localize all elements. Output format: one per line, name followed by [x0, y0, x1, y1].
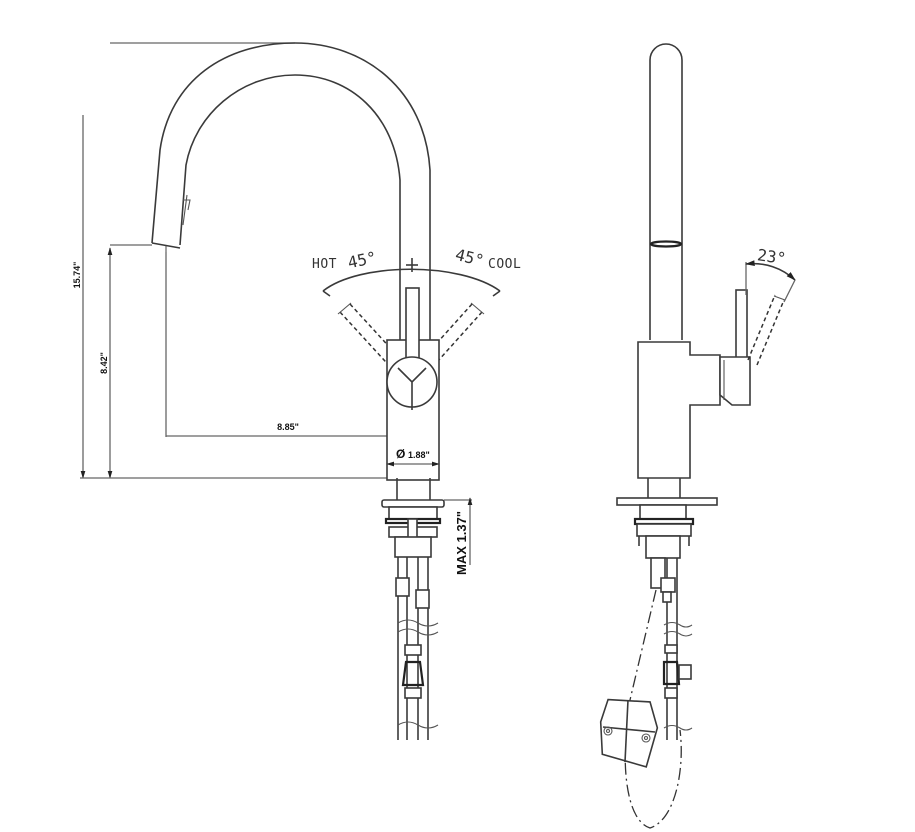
handle-cool-position [417, 302, 485, 373]
valve-y-mark [397, 367, 427, 410]
svg-text:8.42": 8.42" [99, 352, 109, 374]
lever-handle [405, 287, 420, 367]
dimension-spout-reach: 8.85" [165, 252, 413, 440]
hose-connector [401, 660, 425, 687]
side-view: 23° [599, 43, 796, 829]
dimension-overall-height: 15.74" [72, 115, 86, 479]
svg-text:8.85": 8.85" [277, 422, 299, 432]
spray-button [182, 194, 191, 226]
gooseneck-spout [151, 42, 431, 340]
side-lever-handle [735, 289, 748, 359]
handle-rotation-indicator: HOT 45° 45° COOL [312, 245, 521, 297]
svg-text:HOT: HOT [312, 257, 337, 272]
handle-tilt-indicator: 23° [745, 245, 796, 303]
svg-text:45°: 45° [346, 248, 378, 273]
break-line-lower [397, 721, 439, 729]
side-handle-base [719, 356, 751, 406]
handle-hot-position [337, 302, 406, 373]
svg-text:1.88": 1.88" [408, 450, 430, 460]
svg-text:Ø: Ø [396, 447, 405, 461]
spout-column [649, 43, 683, 340]
dimension-max-deck-thickness: MAX 1.37" [444, 497, 473, 575]
svg-text:45°: 45° [453, 245, 486, 270]
svg-text:15.74": 15.74" [72, 262, 82, 289]
break-line-upper [397, 619, 439, 636]
front-view: 15.74" 8.42" 8.85" HOT 45° 45° COOL [72, 42, 521, 740]
side-base-plate [616, 497, 718, 506]
svg-text:23°: 23° [756, 245, 787, 268]
dimension-base-diameter: Ø 1.88" [386, 447, 440, 467]
svg-text:MAX 1.37": MAX 1.37" [454, 511, 469, 575]
side-body [637, 341, 721, 479]
side-hose-connector [662, 660, 681, 686]
side-mounting-assembly [633, 504, 695, 740]
spout-joint-ring [649, 240, 683, 248]
hose-counterweight [599, 698, 659, 768]
mounting-assembly [381, 478, 445, 740]
pull-down-hose-loop [624, 589, 682, 829]
svg-text:COOL: COOL [488, 257, 521, 272]
dimension-spout-height: 8.42" [99, 244, 152, 479]
